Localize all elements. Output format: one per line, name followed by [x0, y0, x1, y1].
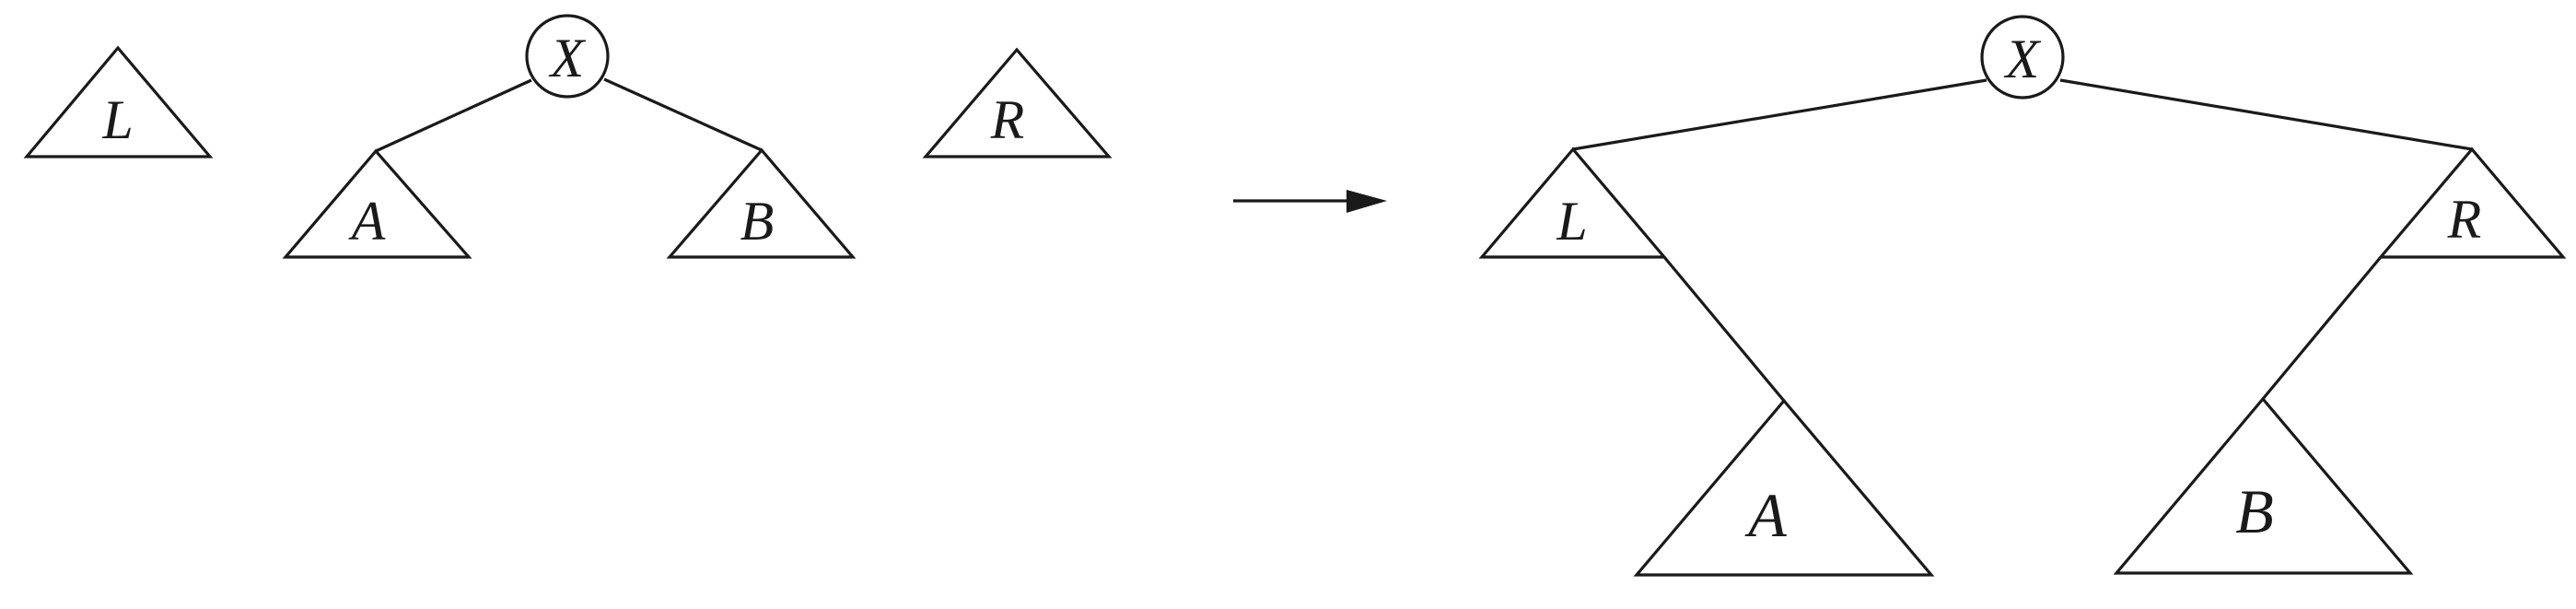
before-b-label: B [740, 191, 775, 252]
after-l-triangle [1478, 146, 1668, 259]
after-r-label: R [2447, 189, 2482, 250]
after-a-triangle [1633, 398, 1935, 577]
before-l-subtree: L [23, 45, 214, 158]
after-r-to-b-edge [2261, 255, 2383, 401]
arrow-head [1346, 190, 1387, 213]
after-x-to-r-edge [2059, 78, 2473, 151]
after-a-label: A [1744, 480, 1787, 550]
after-x-label: X [2004, 29, 2042, 89]
before-x-to-a-edge [375, 78, 532, 153]
after-r-triangle [2377, 146, 2567, 259]
after-b-label: B [2235, 476, 2274, 546]
before-a-label: A [348, 191, 386, 252]
after-x-to-l-edge [1572, 78, 1987, 151]
before-r-label: R [990, 89, 1025, 150]
after-tree: X L A R B [1478, 15, 2567, 577]
before-x-node [525, 14, 610, 99]
before-r-triangle [922, 47, 1113, 158]
after-x-node [1980, 15, 2065, 100]
after-b-triangle [2113, 396, 2414, 575]
before-l-label: L [101, 89, 133, 150]
before-x-label: X [549, 28, 587, 88]
after-l-label: L [1556, 191, 1587, 252]
before-a-triangle [282, 148, 472, 259]
before-x-to-b-edge [603, 77, 763, 152]
transform-arrow [1233, 190, 1387, 213]
before-l-triangle [23, 45, 214, 158]
after-l-to-a-edge [1662, 255, 1786, 403]
before-r-subtree: R [922, 47, 1113, 158]
before-b-triangle [666, 147, 857, 259]
before-x-tree: X A B [282, 14, 857, 259]
